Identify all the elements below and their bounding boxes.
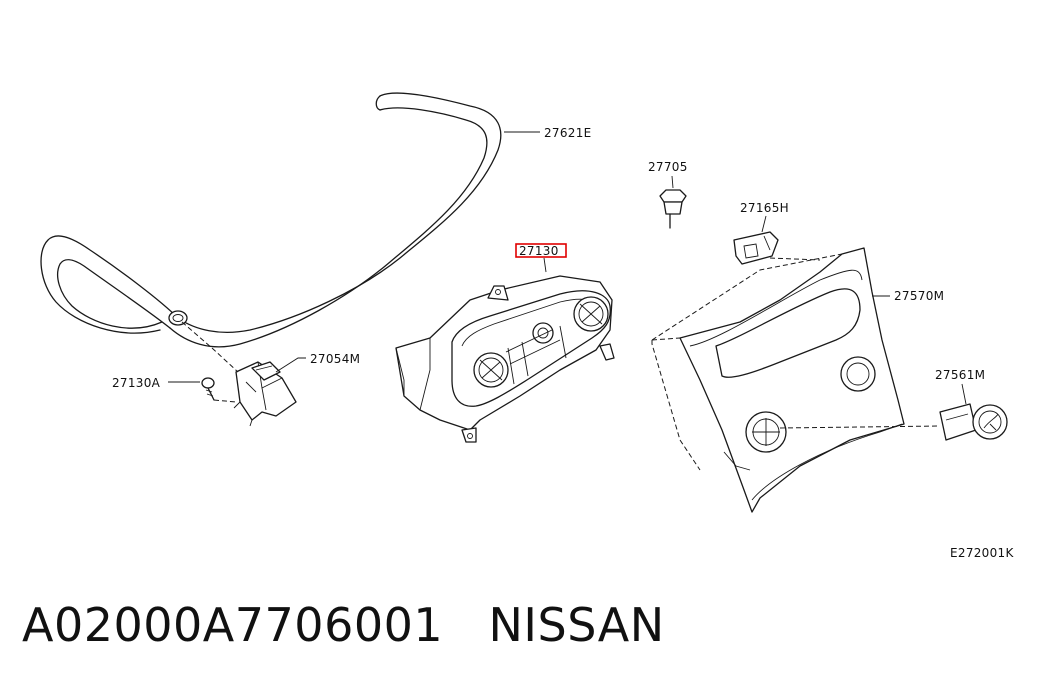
bracket-leader: [761, 215, 767, 233]
hose-guide-line: [181, 321, 213, 349]
switch-leader: [961, 383, 967, 405]
cluster-finisher: [679, 247, 905, 513]
callout-screw: 27130A: [112, 376, 161, 390]
clip-leader: [671, 175, 674, 189]
switch-guide-line: [779, 425, 941, 429]
callout-clip: 27705: [648, 160, 688, 174]
sensor-guide-line: [211, 347, 239, 373]
controller-leader: [543, 257, 547, 273]
finisher-frame-bottom: [651, 340, 701, 471]
callout-hose: 27621E: [544, 126, 592, 140]
aspirator-hose: [40, 92, 502, 348]
brand-name: NISSAN: [488, 598, 665, 652]
sensor-unit: [233, 361, 297, 427]
callout-bracket: 27165H: [740, 201, 789, 215]
callout-controller[interactable]: 27130: [519, 244, 559, 258]
heater-controller: [395, 275, 615, 443]
sensor-leader: [275, 357, 306, 373]
rear-switch: [939, 403, 1008, 441]
callout-finisher: 27570M: [894, 289, 944, 303]
clip: [659, 189, 687, 229]
callout-sensor-unit: 27054M: [310, 352, 360, 366]
finisher-frame-left: [651, 337, 681, 341]
screw: [201, 377, 215, 401]
diagram-code: E272001K: [950, 546, 1014, 560]
bracket-guide-line: [769, 257, 821, 261]
callout-switch: 27561M: [935, 368, 985, 382]
part-number: A02000A7706001: [22, 598, 444, 652]
callout-controller-highlight: [515, 243, 567, 258]
screw-guide-line: [213, 399, 237, 403]
caption: A02000A7706001 NISSAN: [22, 598, 665, 652]
bracket: [733, 231, 779, 265]
